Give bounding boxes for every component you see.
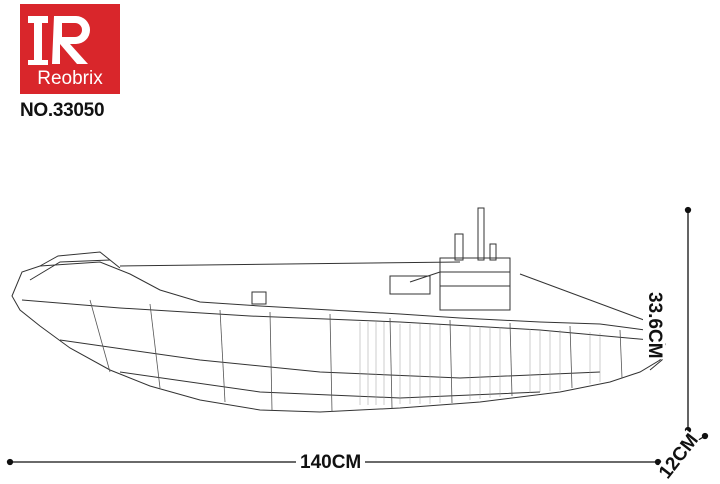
hull-outline bbox=[11, 261, 666, 413]
reobrix-logo-mark-icon bbox=[28, 16, 90, 65]
brand-name: Reobrix bbox=[37, 68, 103, 89]
conning-tower bbox=[439, 257, 511, 311]
brand-logo: Reobrix bbox=[20, 4, 120, 94]
height-dimension-label: 33.6CM bbox=[643, 292, 665, 359]
model-number: NO.33050 bbox=[20, 100, 105, 121]
length-dimension-label: 140CM bbox=[296, 452, 366, 474]
